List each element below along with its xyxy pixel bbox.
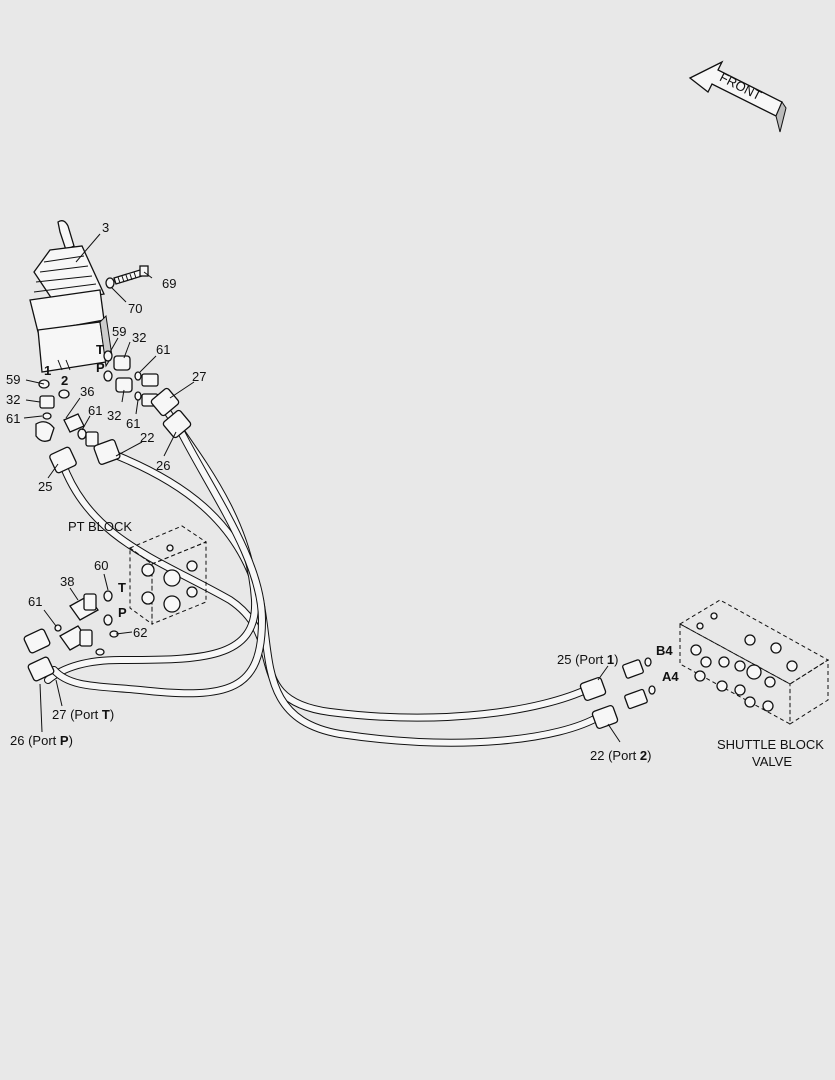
pt-block <box>128 525 208 625</box>
callout-70: 70 <box>128 301 142 316</box>
callout-61-left: 61 <box>6 411 20 426</box>
callout-22-port2: 22 (Port 2) <box>590 748 651 763</box>
hose-26-end <box>162 409 192 439</box>
hose-22 <box>104 448 604 747</box>
callout-3: 3 <box>102 220 109 235</box>
hose-22-end <box>93 439 121 465</box>
joystick-control <box>29 220 113 373</box>
callout-32-top: 32 <box>132 330 146 345</box>
pt-port-P-label: P <box>118 605 127 620</box>
pt-fittings <box>54 590 119 656</box>
callout-61-mid: 61 <box>88 403 102 418</box>
callout-25: 25 <box>38 479 52 494</box>
bolt-69 <box>113 265 149 285</box>
shuttle-block-label-line2: VALVE <box>752 754 792 769</box>
callout-26-portP: 26 (Port P) <box>10 733 73 748</box>
callout-36: 36 <box>80 384 94 399</box>
callout-59-top: 59 <box>112 324 126 339</box>
callout-60: 60 <box>94 558 108 573</box>
callout-59-left: 59 <box>6 372 20 387</box>
callout-61-top: 61 <box>156 342 170 357</box>
shuttle-block-valve <box>678 599 829 725</box>
pt-port-T-label: T <box>118 580 126 595</box>
hose-27-end <box>150 387 180 417</box>
hose-22-port2-end <box>591 704 619 730</box>
pt-block-label: PT BLOCK <box>68 519 132 534</box>
port-1-label: 1 <box>44 363 51 378</box>
callout-38: 38 <box>60 574 74 589</box>
hose-26-portP-end <box>27 656 55 682</box>
callout-32-left: 32 <box>6 392 20 407</box>
leader-lines <box>23 233 621 743</box>
callout-27-portT: 27 (Port T) <box>52 707 114 722</box>
washer-70 <box>105 277 115 289</box>
shuttle-fittings <box>622 657 656 710</box>
hose-27 <box>44 400 260 684</box>
callout-61-pt: 61 <box>28 594 42 609</box>
shuttle-block-label-line1: SHUTTLE BLOCK <box>717 737 824 752</box>
callout-22: 22 <box>140 430 154 445</box>
hose-25-end <box>49 446 77 474</box>
callout-69: 69 <box>162 276 176 291</box>
callout-32-mid: 32 <box>107 408 121 423</box>
hose-25 <box>58 458 594 722</box>
port-2-label: 2 <box>61 373 68 388</box>
callout-26: 26 <box>156 458 170 473</box>
hose-26 <box>50 422 266 698</box>
port-A4-label: A4 <box>662 669 679 684</box>
hose-27-portT-end <box>23 628 51 654</box>
front-arrow: FRONT <box>688 60 787 133</box>
callout-62: 62 <box>133 625 147 640</box>
port-P-label: P <box>96 360 105 375</box>
hose-25-port1-end <box>579 676 607 702</box>
port-T-label: T <box>96 342 104 357</box>
callout-25-port1: 25 (Port 1) <box>557 652 618 667</box>
callout-27: 27 <box>192 369 206 384</box>
port-B4-label: B4 <box>656 643 673 658</box>
callout-61-lower: 61 <box>126 416 140 431</box>
